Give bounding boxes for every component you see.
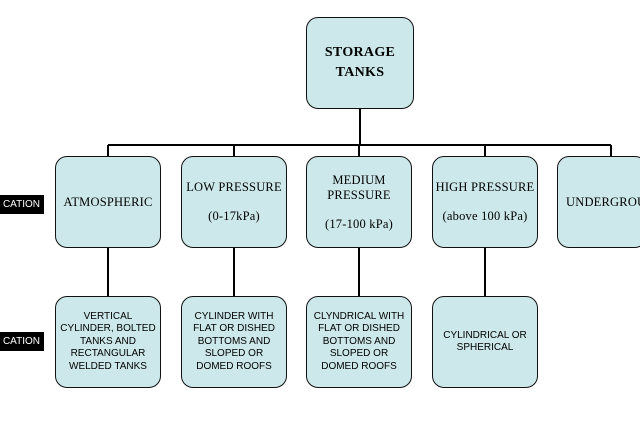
description-atmospheric: VERTICAL CYLINDER, BOLTED TANKS AND RECT… — [55, 296, 161, 388]
category-medium-pressure: MEDIUM PRESSURE (17-100 kPa) — [306, 156, 412, 248]
category-atmospheric: ATMOSPHERIC — [55, 156, 161, 248]
description-line: CYLINDER WITH — [194, 310, 274, 322]
description-high-pressure: CYLINDRICAL OR SPHERICAL — [432, 296, 538, 388]
category-range: (17-100 kPa) — [324, 216, 393, 231]
category-title: LOW PRESSURE — [186, 180, 282, 194]
description-low-pressure: CYLINDER WITH FLAT OR DISHED BOTTOMS AND… — [181, 296, 287, 388]
description-line: TANKS AND — [80, 335, 136, 347]
description-line: WELDED TANKS — [69, 360, 147, 372]
description-line: SLOPED OR — [204, 348, 264, 360]
description-line: DOMED ROOFS — [196, 360, 272, 372]
category-low-pressure: LOW PRESSURE (0-17kPa) — [181, 156, 287, 248]
category-range: (above 100 kPa) — [442, 209, 528, 223]
category-title: ATMOSPHERIC — [63, 194, 153, 209]
description-line: VERTICAL — [83, 310, 133, 322]
root-line: TANKS — [335, 65, 385, 80]
description-medium-pressure: CLYNDRICAL WITH FLAT OR DISHED BOTTOMS A… — [306, 296, 412, 388]
description-line: CLYNDRICAL WITH — [313, 310, 405, 322]
category-title: UNDERGROU — [566, 194, 640, 209]
side-label-level2: CATION — [0, 195, 44, 214]
description-line: RECTANGULAR — [70, 348, 146, 360]
description-line: BOTTOMS AND — [322, 335, 396, 347]
root-line: STORAGE — [324, 45, 396, 60]
category-underground: UNDERGROU — [557, 156, 640, 248]
category-range: (0-17kPa) — [208, 209, 260, 223]
description-line: CYLINDER, BOLTED — [60, 323, 156, 335]
category-title: MEDIUM — [332, 172, 386, 187]
description-line: SLOPED OR — [329, 348, 389, 360]
description-line: SPHERICAL — [456, 342, 514, 353]
category-title: PRESSURE — [327, 187, 391, 202]
side-label-level3: CATION — [0, 332, 44, 351]
description-line: FLAT OR DISHED — [318, 323, 400, 335]
description-line: DOMED ROOFS — [321, 360, 397, 372]
description-line: BOTTOMS AND — [197, 335, 271, 347]
category-high-pressure: HIGH PRESSURE (above 100 kPa) — [432, 156, 538, 248]
category-title: HIGH PRESSURE — [435, 180, 535, 194]
description-line: FLAT OR DISHED — [193, 323, 275, 335]
description-line: CYLINDRICAL OR — [443, 329, 527, 341]
root-node-storage-tanks: STORAGE TANKS — [306, 17, 414, 109]
